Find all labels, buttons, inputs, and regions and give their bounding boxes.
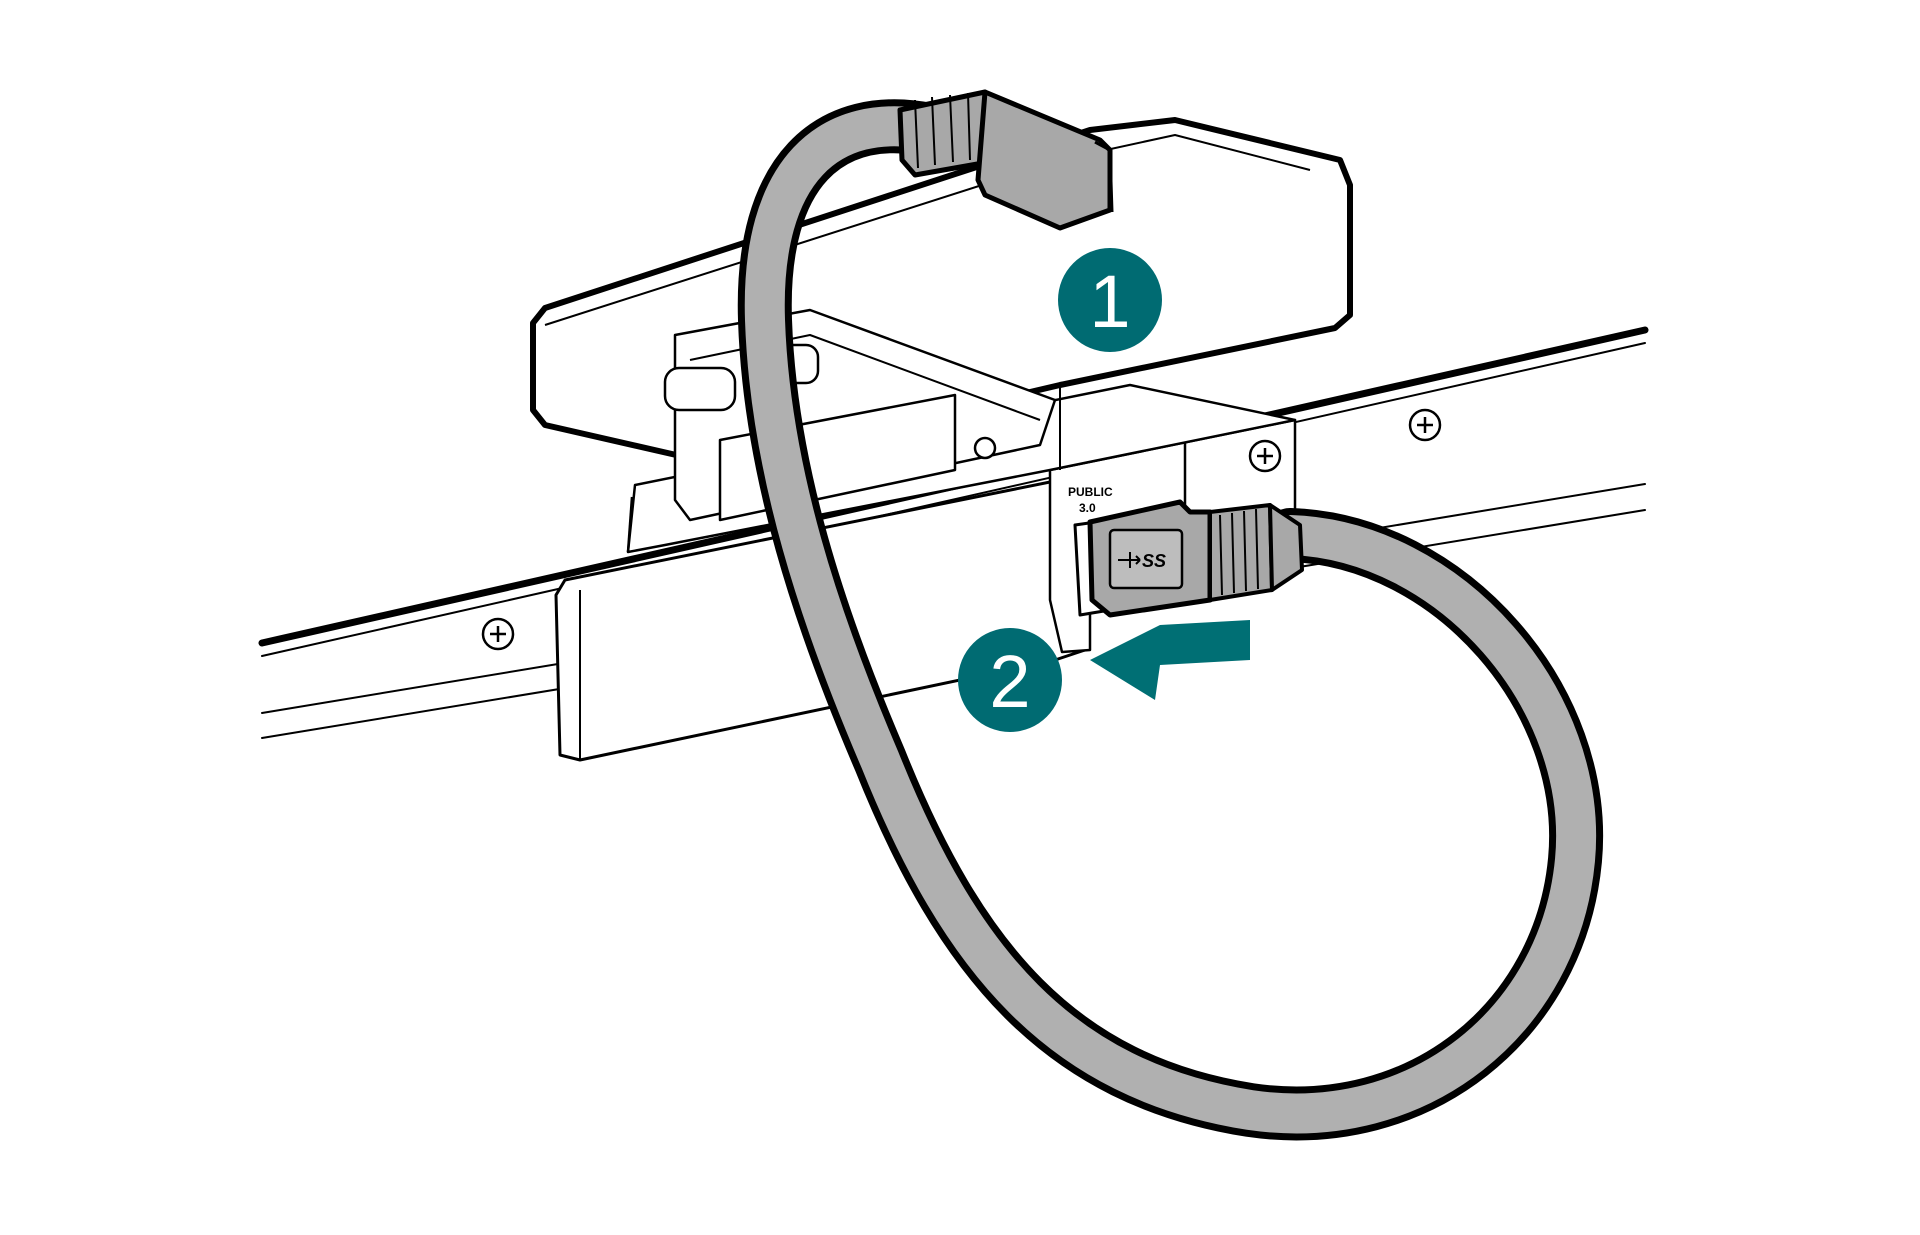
screw-icon bbox=[1408, 408, 1442, 442]
usb-logo-text: SS bbox=[1142, 551, 1166, 571]
step-callout-1: 1 bbox=[1058, 248, 1162, 352]
port-label-line1: PUBLIC bbox=[1068, 485, 1113, 499]
step-number-1: 1 bbox=[1089, 260, 1130, 343]
step-callout-2: 2 bbox=[958, 628, 1062, 732]
usb-cable bbox=[737, 99, 1604, 1141]
usb-a-connector bbox=[1087, 499, 1304, 618]
screw-icon bbox=[1248, 439, 1282, 473]
port-label-line2: 3.0 bbox=[1079, 501, 1096, 515]
usb-superspeed-icon: SS bbox=[1118, 551, 1166, 571]
step-number-2: 2 bbox=[989, 640, 1030, 723]
screw-icon bbox=[481, 617, 515, 651]
module-connector bbox=[897, 89, 1114, 231]
insertion-arrow-icon bbox=[1090, 620, 1250, 700]
